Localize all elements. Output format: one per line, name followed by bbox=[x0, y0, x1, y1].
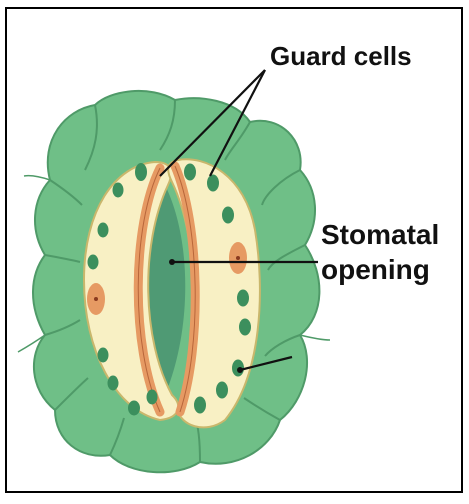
chloroplast bbox=[216, 382, 228, 399]
chloroplast bbox=[128, 401, 140, 416]
chloroplast bbox=[147, 390, 158, 405]
stomatal-opening-label-line2: opening bbox=[321, 254, 430, 285]
chloroplast bbox=[88, 255, 99, 270]
chloroplast bbox=[113, 183, 124, 198]
guard-cells-label: Guard cells bbox=[270, 41, 412, 71]
chloroplast bbox=[222, 207, 234, 224]
chloroplast-pointer-dot bbox=[237, 367, 243, 373]
chloroplast bbox=[98, 223, 109, 238]
chloroplast bbox=[194, 397, 206, 414]
chloroplast bbox=[237, 290, 249, 307]
chloroplast bbox=[239, 319, 251, 336]
stomatal-opening-pointer-dot bbox=[169, 259, 175, 265]
chloroplast bbox=[135, 163, 147, 181]
chloroplast bbox=[184, 164, 196, 181]
chloroplast bbox=[207, 175, 219, 192]
chloroplast bbox=[108, 376, 119, 391]
chloroplast bbox=[98, 348, 109, 363]
stomatal-opening-label-line1: Stomatal bbox=[321, 219, 439, 250]
